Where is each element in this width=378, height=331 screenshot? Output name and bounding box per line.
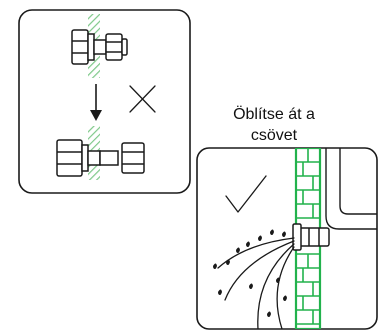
fitting-assembly-top [71, 29, 128, 65]
water-flow [217, 237, 295, 329]
caption-line-1: Öblítse át a [233, 105, 315, 123]
check-mark-icon [225, 175, 267, 213]
panel-correct-method [196, 147, 378, 330]
caption-line-2: csövet [251, 127, 298, 144]
panel-wrong-method [18, 9, 191, 194]
fitting-assembly-bottom [56, 139, 145, 177]
pipe [325, 148, 377, 230]
caption: Öblítse át a csövet [233, 105, 315, 144]
arrow-down-icon [90, 84, 102, 121]
water-droplets [213, 229, 287, 317]
wall-fitting [292, 223, 330, 251]
cross-mark-icon [129, 85, 156, 113]
